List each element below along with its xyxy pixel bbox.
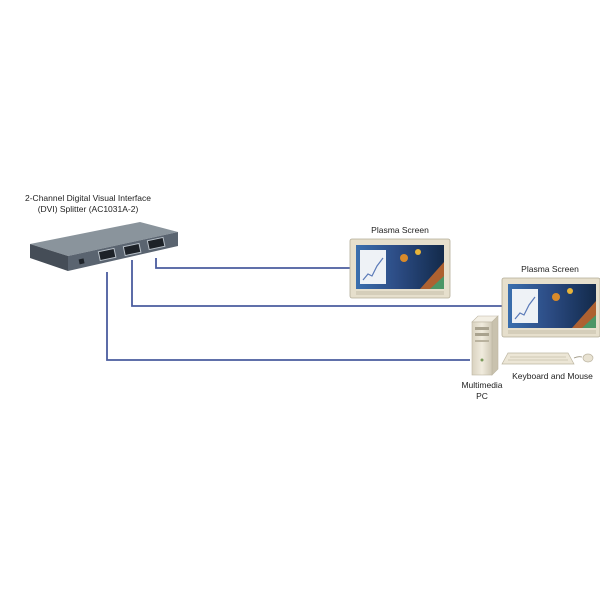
dvi-port: [146, 236, 166, 251]
pc-label: Multimedia PC: [452, 380, 512, 402]
cable-to-pc: [106, 272, 470, 361]
plasma-screen-1: [349, 238, 451, 299]
cable-to-screen-1: [155, 258, 352, 269]
keyboard-mouse-icon: [501, 352, 594, 365]
desktop-tower-icon: [471, 315, 499, 376]
screen-1-label: Plasma Screen: [371, 225, 429, 235]
splitter-label-line-1: 2-Channel Digital Visual Interface: [25, 193, 151, 203]
splitter-label: 2-Channel Digital Visual Interface (DVI)…: [0, 193, 176, 215]
pc-label-line-1: Multimedia: [461, 380, 503, 390]
splitter-label-line-2: (DVI) Splitter (AC1031A-2): [37, 204, 139, 214]
plasma-screen-2: [501, 277, 600, 338]
power-port: [78, 258, 85, 265]
pc-label-line-2: PC: [476, 391, 488, 401]
dvi-port: [97, 247, 117, 262]
dvi-splitter-device: [30, 222, 178, 271]
screen-2-label: Plasma Screen: [521, 264, 579, 274]
keyboard-mouse-label: Keyboard and Mouse: [512, 371, 593, 381]
dvi-port: [122, 242, 142, 257]
cable-to-screen-2: [131, 260, 503, 307]
